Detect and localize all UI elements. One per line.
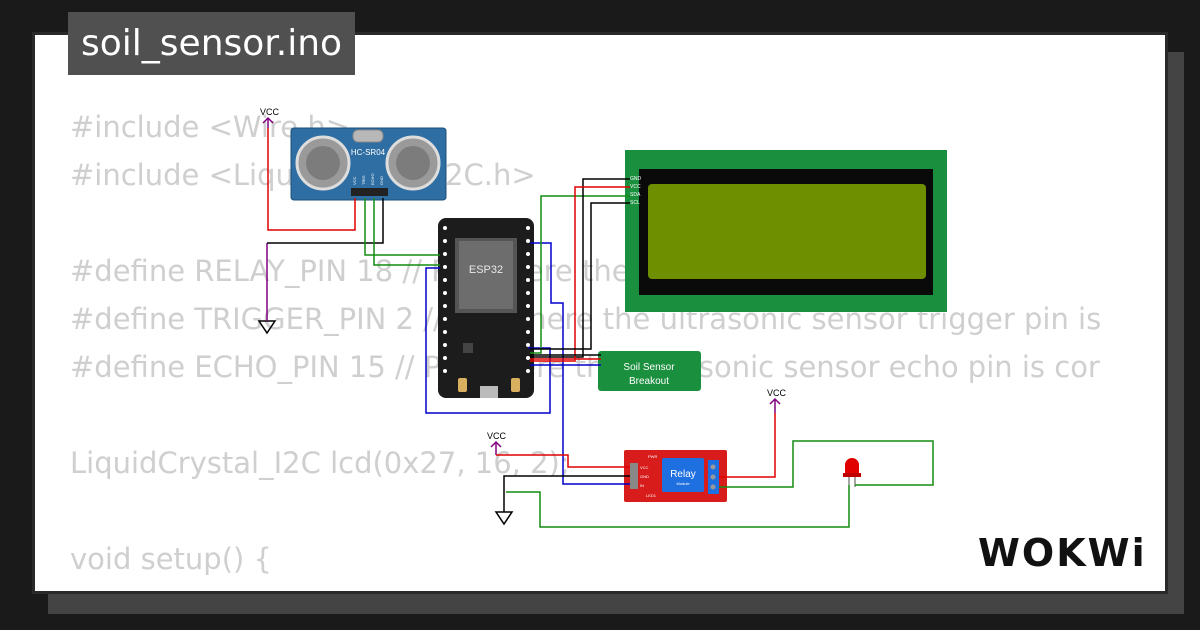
relay-sublabel: Module bbox=[676, 481, 690, 486]
svg-text:VCC: VCC bbox=[487, 431, 507, 441]
wokwi-logo: WOKWi bbox=[978, 531, 1147, 575]
svg-text:SCL: SCL bbox=[630, 200, 640, 206]
svg-text:VCC: VCC bbox=[767, 388, 787, 398]
led[interactable] bbox=[843, 458, 861, 487]
ultrasonic-label: HC-SR04 bbox=[351, 148, 386, 157]
svg-text:WOKWi: WOKWi bbox=[978, 531, 1147, 575]
lcd-display[interactable] bbox=[625, 150, 947, 312]
code-line: void setup() { bbox=[70, 542, 272, 576]
relay-pin-in: IN bbox=[640, 483, 644, 488]
wires bbox=[364, 178, 934, 528]
relay-label: Relay bbox=[670, 469, 696, 480]
esp32-label: ESP32 bbox=[469, 264, 503, 276]
ultrasonic-pin-gnd: GND bbox=[379, 176, 384, 185]
svg-text:GND: GND bbox=[630, 176, 642, 182]
circuit-diagram: HC-SR04 VCC TRIG ECHO GND VCC ESP32 bbox=[257, 107, 947, 528]
preview-card: #include <Wire.h>#include <LiquidCrystal… bbox=[32, 32, 1168, 594]
soil-sensor-label: Soil Sensor bbox=[623, 362, 675, 373]
soil-sensor-sublabel: Breakout bbox=[629, 376, 669, 387]
vcc-symbol: VCC bbox=[260, 107, 280, 128]
code-line: LiquidCrystal_I2C lcd(0x27, 16, 2); bbox=[70, 446, 570, 480]
ground-symbol bbox=[494, 511, 514, 526]
ground-symbol bbox=[257, 320, 277, 335]
esp32-board[interactable]: ESP32 bbox=[438, 218, 534, 398]
code-line: #define TRIGGER_PIN 2 // Pin where the u… bbox=[70, 302, 1102, 336]
relay-led-label: LED1 bbox=[646, 493, 657, 498]
soil-sensor-breakout[interactable]: Soil Sensor Breakout bbox=[598, 351, 701, 391]
ultrasonic-pin-echo: ECHO bbox=[370, 173, 375, 185]
vcc-symbol: VCC bbox=[767, 388, 787, 413]
vcc-symbol: VCC bbox=[487, 431, 507, 455]
relay-pin-gnd: GND bbox=[640, 474, 649, 479]
ultrasonic-pin-trig: TRIG bbox=[361, 175, 366, 185]
ultrasonic-sensor[interactable]: HC-SR04 VCC TRIG ECHO GND bbox=[290, 127, 447, 201]
svg-text:VCC: VCC bbox=[630, 184, 641, 190]
svg-text:SDA: SDA bbox=[630, 192, 641, 198]
esp32-pins bbox=[443, 226, 530, 373]
lcd-pins: GND VCC SDA SCL bbox=[630, 176, 642, 206]
relay-pwr-label: PWR bbox=[648, 454, 657, 459]
ultrasonic-pin-vcc: VCC bbox=[352, 176, 357, 185]
svg-text:VCC: VCC bbox=[260, 107, 280, 117]
sketch-title: soil_sensor.ino bbox=[68, 12, 356, 75]
code-line: Wire.begin(22, 23); bbox=[70, 583, 1101, 591]
relay-pin-vcc: VCC bbox=[640, 465, 649, 470]
relay-module[interactable]: Relay Module PWR LED1 VCC GND IN bbox=[624, 450, 727, 502]
